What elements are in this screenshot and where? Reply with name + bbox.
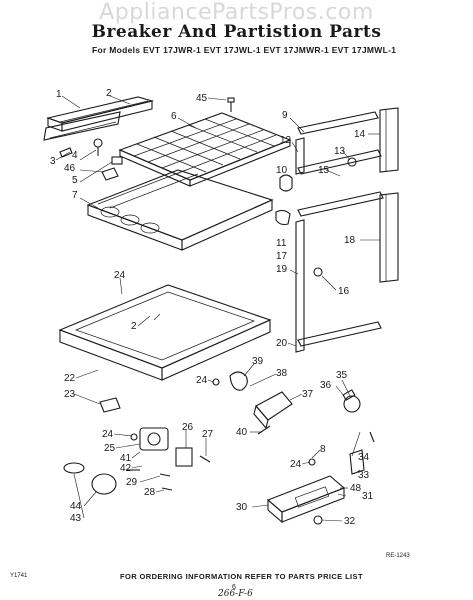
callout-45: 45 (196, 93, 208, 104)
callout-13: 13 (334, 146, 346, 157)
part-shelf-base (58, 284, 272, 381)
drawing-code: RE-1243 (386, 553, 410, 559)
callout-44: 44 (70, 501, 82, 512)
callout-9: 9 (282, 110, 288, 121)
part-screw-45 (227, 97, 235, 112)
callout-24-motor: 24 (102, 429, 114, 440)
callout-2-shelf: 2 (131, 321, 137, 332)
part-shelf-grid (118, 112, 292, 187)
leader-lines (55, 95, 380, 522)
part-switch (175, 447, 211, 467)
callout-1: 1 (56, 89, 62, 100)
callout-36: 36 (320, 380, 332, 391)
part-rail-top (46, 96, 155, 132)
callout-24-therm: 24 (196, 375, 208, 386)
callout-30: 30 (236, 502, 248, 513)
callout-37: 37 (302, 389, 314, 400)
callout-20: 20 (276, 338, 288, 349)
callout-39: 39 (252, 356, 264, 367)
callout-2: 2 (106, 88, 112, 99)
callout-43: 43 (70, 513, 82, 524)
part-screws-bottom (159, 473, 173, 491)
callout-4: 4 (72, 150, 78, 161)
callout-31: 31 (362, 491, 374, 502)
model-list: For Models EVT 17JWR-1 EVT 17JWL-1 EVT 1… (92, 45, 397, 55)
ordering-info-footer: FOR ORDERING INFORMATION REFER TO PARTS … (120, 572, 363, 581)
part-rail-bottom (43, 111, 121, 141)
callout-33: 33 (358, 470, 370, 481)
callout-15: 15 (318, 165, 330, 176)
callout-17: 17 (276, 251, 288, 262)
callout-32: 32 (344, 516, 356, 527)
callout-12: 12 (280, 135, 292, 146)
callout-11: 11 (276, 238, 287, 249)
callout-22: 22 (64, 373, 76, 384)
callout-26: 26 (182, 422, 194, 433)
part-clip-23 (99, 397, 121, 413)
callout-46: 46 (64, 163, 76, 174)
callout-18: 18 (344, 235, 356, 246)
callout-7: 7 (72, 190, 78, 201)
callout-40: 40 (236, 427, 248, 438)
callout-27: 27 (202, 429, 214, 440)
callout-25: 25 (104, 443, 116, 454)
part-thermostat (212, 371, 293, 430)
callout-28: 28 (144, 487, 156, 498)
callout-24-ctrl: 24 (290, 459, 302, 470)
callout-34: 34 (358, 452, 370, 463)
callout-10: 10 (276, 165, 288, 176)
watermark: AppliancePartsPros.com (99, 0, 374, 25)
callout-24-top: 24 (114, 270, 126, 281)
callout-5: 5 (72, 175, 78, 186)
part-lower-frame (295, 192, 399, 353)
part-screw-40 (257, 425, 271, 435)
callout-16: 16 (338, 286, 350, 297)
callout-41: 41 (120, 453, 132, 464)
callout-3: 3 (50, 156, 56, 167)
callout-8: 8 (320, 444, 326, 455)
part-knob (63, 462, 117, 495)
handwritten-note: 266-F-6 (218, 589, 253, 599)
callout-6: 6 (171, 111, 177, 122)
callout-23: 23 (64, 389, 76, 400)
document-code: Y1741 (10, 573, 28, 579)
page-number: 6 (232, 584, 236, 591)
diagram-title: Breaker And Partistion Parts (91, 22, 382, 42)
part-lamp (342, 389, 361, 413)
callout-14: 14 (354, 129, 366, 140)
part-breaker-tray (86, 169, 274, 251)
callout-48: 48 (350, 483, 362, 494)
callout-19: 19 (276, 264, 288, 275)
part-screws-left (59, 138, 123, 181)
part-clips (275, 157, 357, 277)
callout-38: 38 (276, 368, 288, 379)
callout-labels: 1 2 3 4 46 5 6 45 7 9 12 10 14 13 15 11 … (50, 88, 374, 527)
part-motor-assembly (126, 427, 169, 471)
callout-42: 42 (120, 463, 132, 474)
callout-29: 29 (126, 477, 138, 488)
part-upper-channels (295, 107, 399, 217)
callout-35: 35 (336, 370, 348, 381)
